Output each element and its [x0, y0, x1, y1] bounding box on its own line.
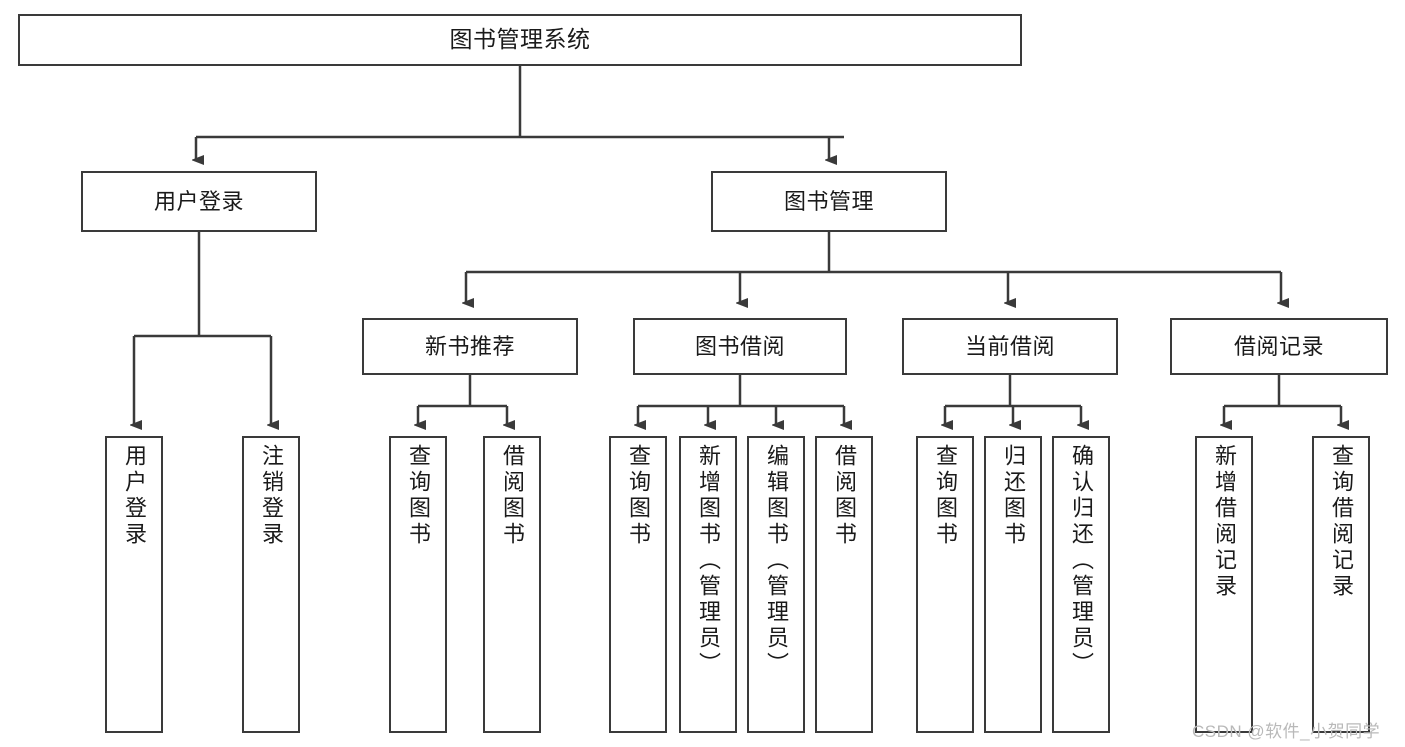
- node-leaf-query-record-label: 查询借阅记录: [1329, 444, 1354, 600]
- node-leaf-edit-book[interactable]: 编辑图书（管理员）: [747, 436, 805, 733]
- node-book-manage[interactable]: 图书管理: [711, 171, 947, 232]
- node-leaf-user-login-label: 用户登录: [122, 444, 147, 548]
- node-leaf-return-book[interactable]: 归还图书: [984, 436, 1042, 733]
- node-leaf-user-login[interactable]: 用户登录: [105, 436, 163, 733]
- node-leaf-query-book-2-label: 查询图书: [626, 444, 651, 548]
- node-leaf-borrow-book-1[interactable]: 借阅图书: [483, 436, 541, 733]
- node-root-label: 图书管理系统: [449, 26, 591, 53]
- node-leaf-query-book-3-label: 查询图书: [933, 444, 958, 548]
- node-book-manage-label: 图书管理: [783, 188, 874, 214]
- node-leaf-query-book-1[interactable]: 查询图书: [389, 436, 447, 733]
- node-leaf-return-book-label: 归还图书: [1001, 444, 1026, 548]
- node-user-login-label: 用户登录: [153, 188, 244, 214]
- node-leaf-logout[interactable]: 注销登录: [242, 436, 300, 733]
- node-leaf-query-book-3[interactable]: 查询图书: [916, 436, 974, 733]
- node-leaf-confirm-return-label: 确认归还（管理员）: [1069, 444, 1094, 678]
- node-leaf-query-book-1-label: 查询图书: [406, 444, 431, 548]
- node-leaf-query-book-2[interactable]: 查询图书: [609, 436, 667, 733]
- node-leaf-add-book[interactable]: 新增图书（管理员）: [679, 436, 737, 733]
- node-leaf-query-record[interactable]: 查询借阅记录: [1312, 436, 1370, 733]
- node-current-borrow[interactable]: 当前借阅: [902, 318, 1118, 375]
- node-root[interactable]: 图书管理系统: [18, 14, 1022, 66]
- csdn-watermark: CSDN @软件_小贺同学: [1192, 722, 1381, 741]
- node-leaf-add-record-label: 新增借阅记录: [1212, 444, 1237, 600]
- node-leaf-edit-book-label: 编辑图书（管理员）: [764, 444, 789, 678]
- node-borrow-record-label: 借阅记录: [1233, 333, 1324, 359]
- node-new-book-rec-label: 新书推荐: [424, 333, 515, 359]
- node-leaf-borrow-book-2[interactable]: 借阅图书: [815, 436, 873, 733]
- node-book-borrow-label: 图书借阅: [694, 333, 785, 359]
- node-borrow-record[interactable]: 借阅记录: [1170, 318, 1388, 375]
- node-user-login[interactable]: 用户登录: [81, 171, 317, 232]
- node-leaf-borrow-book-2-label: 借阅图书: [832, 444, 857, 548]
- node-leaf-confirm-return[interactable]: 确认归还（管理员）: [1052, 436, 1110, 733]
- node-leaf-add-record[interactable]: 新增借阅记录: [1195, 436, 1253, 733]
- node-leaf-logout-label: 注销登录: [259, 444, 284, 548]
- node-new-book-rec[interactable]: 新书推荐: [362, 318, 578, 375]
- node-leaf-borrow-book-1-label: 借阅图书: [500, 444, 525, 548]
- node-leaf-add-book-label: 新增图书（管理员）: [696, 444, 721, 678]
- node-book-borrow[interactable]: 图书借阅: [633, 318, 847, 375]
- node-current-borrow-label: 当前借阅: [964, 333, 1055, 359]
